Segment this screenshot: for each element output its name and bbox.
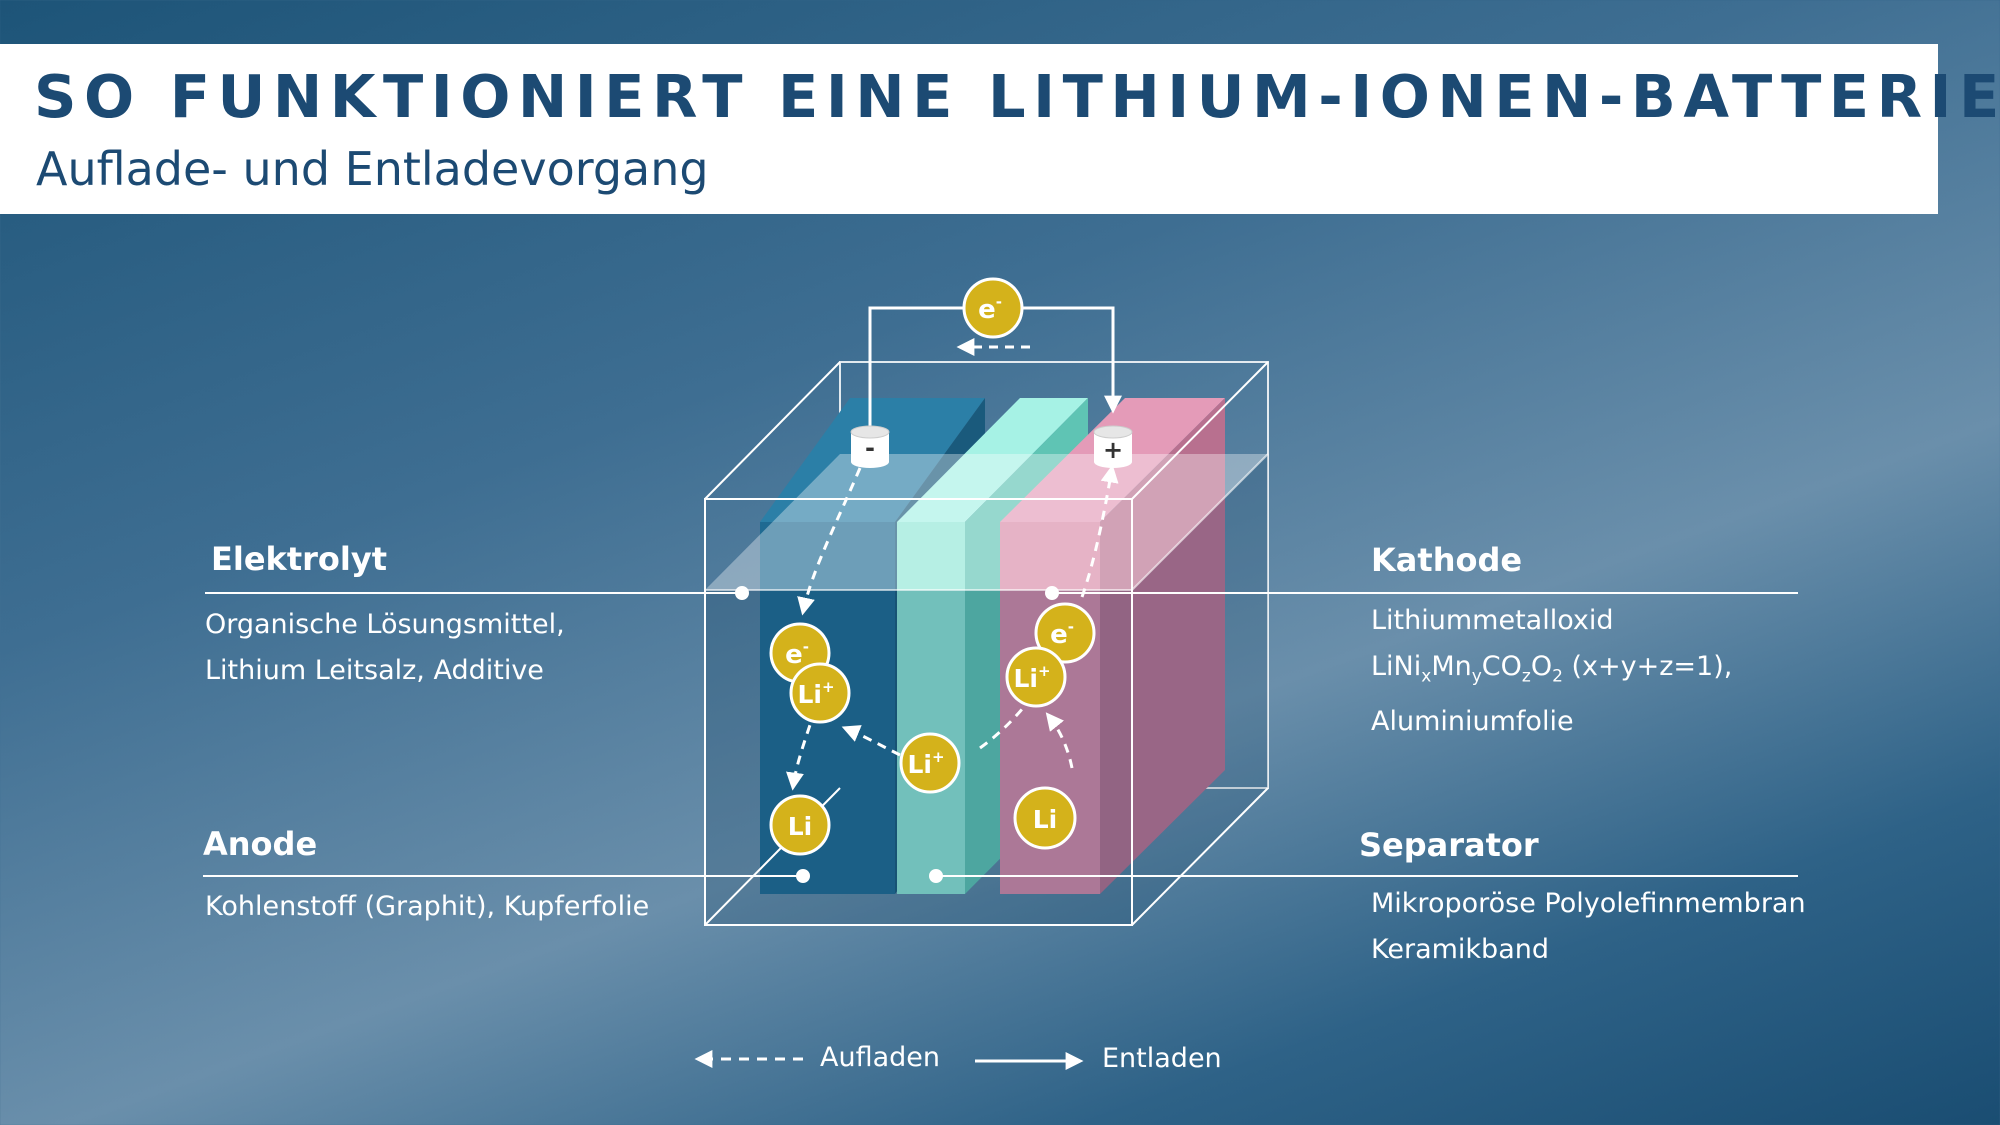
header-band: SO FUNKTIONIERT EINE LITHIUM-IONEN-BATTE… bbox=[0, 44, 1999, 214]
positive-terminal: + bbox=[1093, 425, 1133, 468]
label-separator-title: Separator bbox=[1359, 826, 1539, 864]
svg-text:e-: e- bbox=[1050, 618, 1074, 650]
negative-terminal: - bbox=[850, 425, 890, 468]
svg-text:e-: e- bbox=[785, 638, 809, 670]
electron-ion-cathode: e- bbox=[1034, 602, 1096, 664]
separator-line-1: Mikroporöse Polyolefinmembran bbox=[1371, 888, 1806, 919]
lithium-ion-separator: Li+ bbox=[899, 732, 961, 794]
label-elektrolyt-description: Organische Lösungsmittel, Lithium Leitsa… bbox=[205, 602, 565, 694]
callout-lines bbox=[203, 586, 1798, 883]
negative-terminal-sign: - bbox=[865, 434, 875, 462]
lithium-ion-anode: Li+ bbox=[789, 662, 851, 724]
elektrolyt-line-1: Organische Lösungsmittel, bbox=[205, 609, 565, 640]
kathode-line-1: Lithiummetalloxid bbox=[1371, 605, 1614, 636]
lithium-ion-cathode: Li+ bbox=[1005, 646, 1067, 708]
label-anode-title: Anode bbox=[203, 825, 318, 863]
lithium-atom-cathode: Li bbox=[1013, 786, 1077, 850]
svg-text:Li+: Li+ bbox=[797, 678, 834, 709]
label-anode-description: Kohlenstoff (Graphit), Kupferfolie bbox=[205, 884, 649, 930]
electrolyte-fill bbox=[705, 453, 1269, 925]
discharge-path-li bbox=[1045, 712, 1074, 769]
svg-text:Li: Li bbox=[1033, 805, 1058, 834]
legend-discharging-label: Entladen bbox=[1102, 1043, 1222, 1074]
svg-text:e-: e- bbox=[978, 293, 1002, 325]
charge-path-electron bbox=[797, 467, 862, 616]
svg-text:Li: Li bbox=[788, 812, 813, 841]
kathode-formula: LiNixMnyCOzO2 (x+y+z=1), bbox=[1371, 651, 1733, 687]
lithium-atom-anode: Li bbox=[769, 794, 831, 856]
legend-charging-label: Aufladen bbox=[820, 1042, 940, 1073]
kathode-line-2: Aluminiumfolie bbox=[1371, 706, 1574, 738]
anode-line-1: Kohlenstoff (Graphit), Kupferfolie bbox=[205, 891, 650, 922]
svg-text:Li+: Li+ bbox=[1013, 662, 1050, 693]
svg-text:Li+: Li+ bbox=[907, 748, 944, 779]
label-separator-description: Mikroporöse Polyolefinmembran Keramikban… bbox=[1371, 881, 1806, 973]
positive-terminal-sign: + bbox=[1103, 436, 1123, 464]
label-elektrolyt-title: Elektrolyt bbox=[211, 540, 387, 578]
label-kathode-title: Kathode bbox=[1371, 541, 1523, 579]
elektrolyt-line-2: Lithium Leitsalz, Additive bbox=[205, 655, 544, 686]
charge-path-li-ion bbox=[841, 725, 901, 757]
label-kathode-description: Lithiummetalloxid LiNixMnyCOzO2 (x+y+z=1… bbox=[1371, 598, 1732, 745]
electron-ion-top: e- bbox=[962, 277, 1024, 339]
discharge-path-electron bbox=[1080, 464, 1119, 598]
page-title: SO FUNKTIONIERT EINE LITHIUM-IONEN-BATTE… bbox=[34, 62, 2000, 131]
separator-line-2: Keramikband bbox=[1371, 934, 1549, 965]
legend-arrows bbox=[694, 1050, 1084, 1070]
page-subtitle: Auflade- und Entladevorgang bbox=[36, 142, 709, 196]
